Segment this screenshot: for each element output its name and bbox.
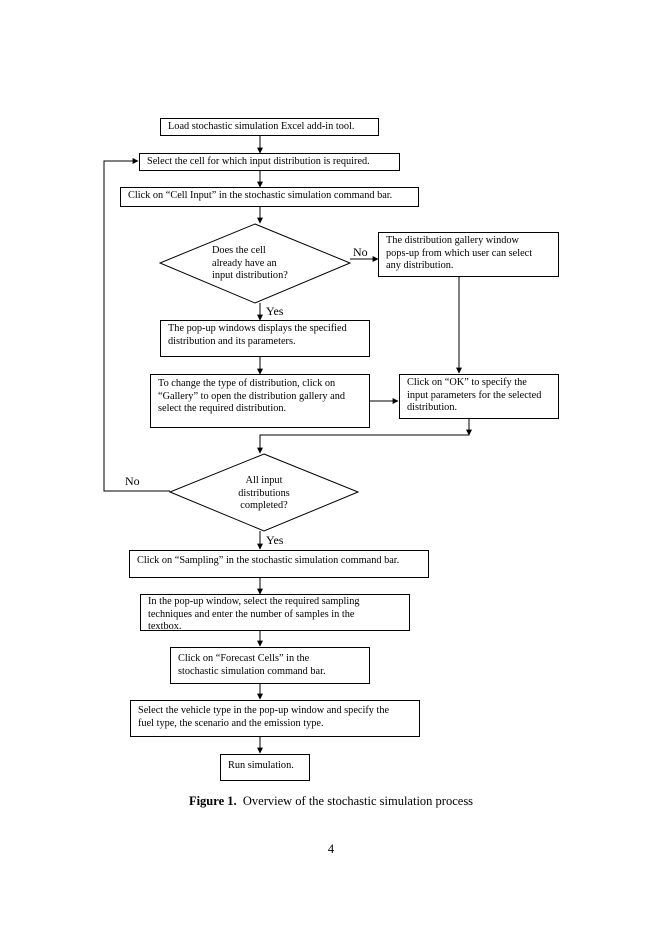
decision-text-has-distribution: Does the cell already have an input dist… [212, 245, 288, 282]
step-popup-displays: The pop-up windows displays the specifie… [160, 320, 370, 357]
decision-text-all-completed: All input distributions completed? [238, 475, 290, 512]
page-number: 4 [327, 842, 335, 856]
decision-diamond-all-completed [168, 453, 360, 532]
figure-caption-text: Overview of the stochastic simulation pr… [242, 794, 474, 808]
step-forecast-cells: Click on “Forecast Cells” in the stochas… [170, 647, 370, 684]
step-select-cell: Select the cell for which input distribu… [139, 153, 400, 171]
label-yes-2: Yes [266, 533, 284, 547]
label-no-1: No [353, 245, 368, 259]
step-load-addin: Load stochastic simulation Excel add-in … [160, 118, 379, 136]
step-click-ok: Click on “OK” to specify the input param… [399, 374, 559, 419]
step-cell-input: Click on “Cell Input” in the stochastic … [120, 187, 419, 207]
decision-diamond-has-distribution [158, 223, 352, 304]
figure-caption: Figure 1. Overview of the stochastic sim… [0, 794, 662, 809]
step-change-type: To change the type of distribution, clic… [150, 374, 370, 428]
step-run-simulation: Run simulation. [220, 754, 310, 781]
label-yes-1: Yes [266, 304, 284, 318]
step-gallery-popup: The distribution gallery window pops-up … [378, 232, 559, 277]
step-sampling: Click on “Sampling” in the stochastic si… [129, 550, 429, 578]
label-no-2: No [125, 474, 140, 488]
loop-back-no [103, 158, 170, 492]
step-sampling-popup: In the pop-up window, select the require… [140, 594, 410, 632]
figure-caption-label: Figure 1. [188, 794, 237, 808]
step-vehicle-type: Select the vehicle type in the pop-up wi… [130, 700, 420, 737]
